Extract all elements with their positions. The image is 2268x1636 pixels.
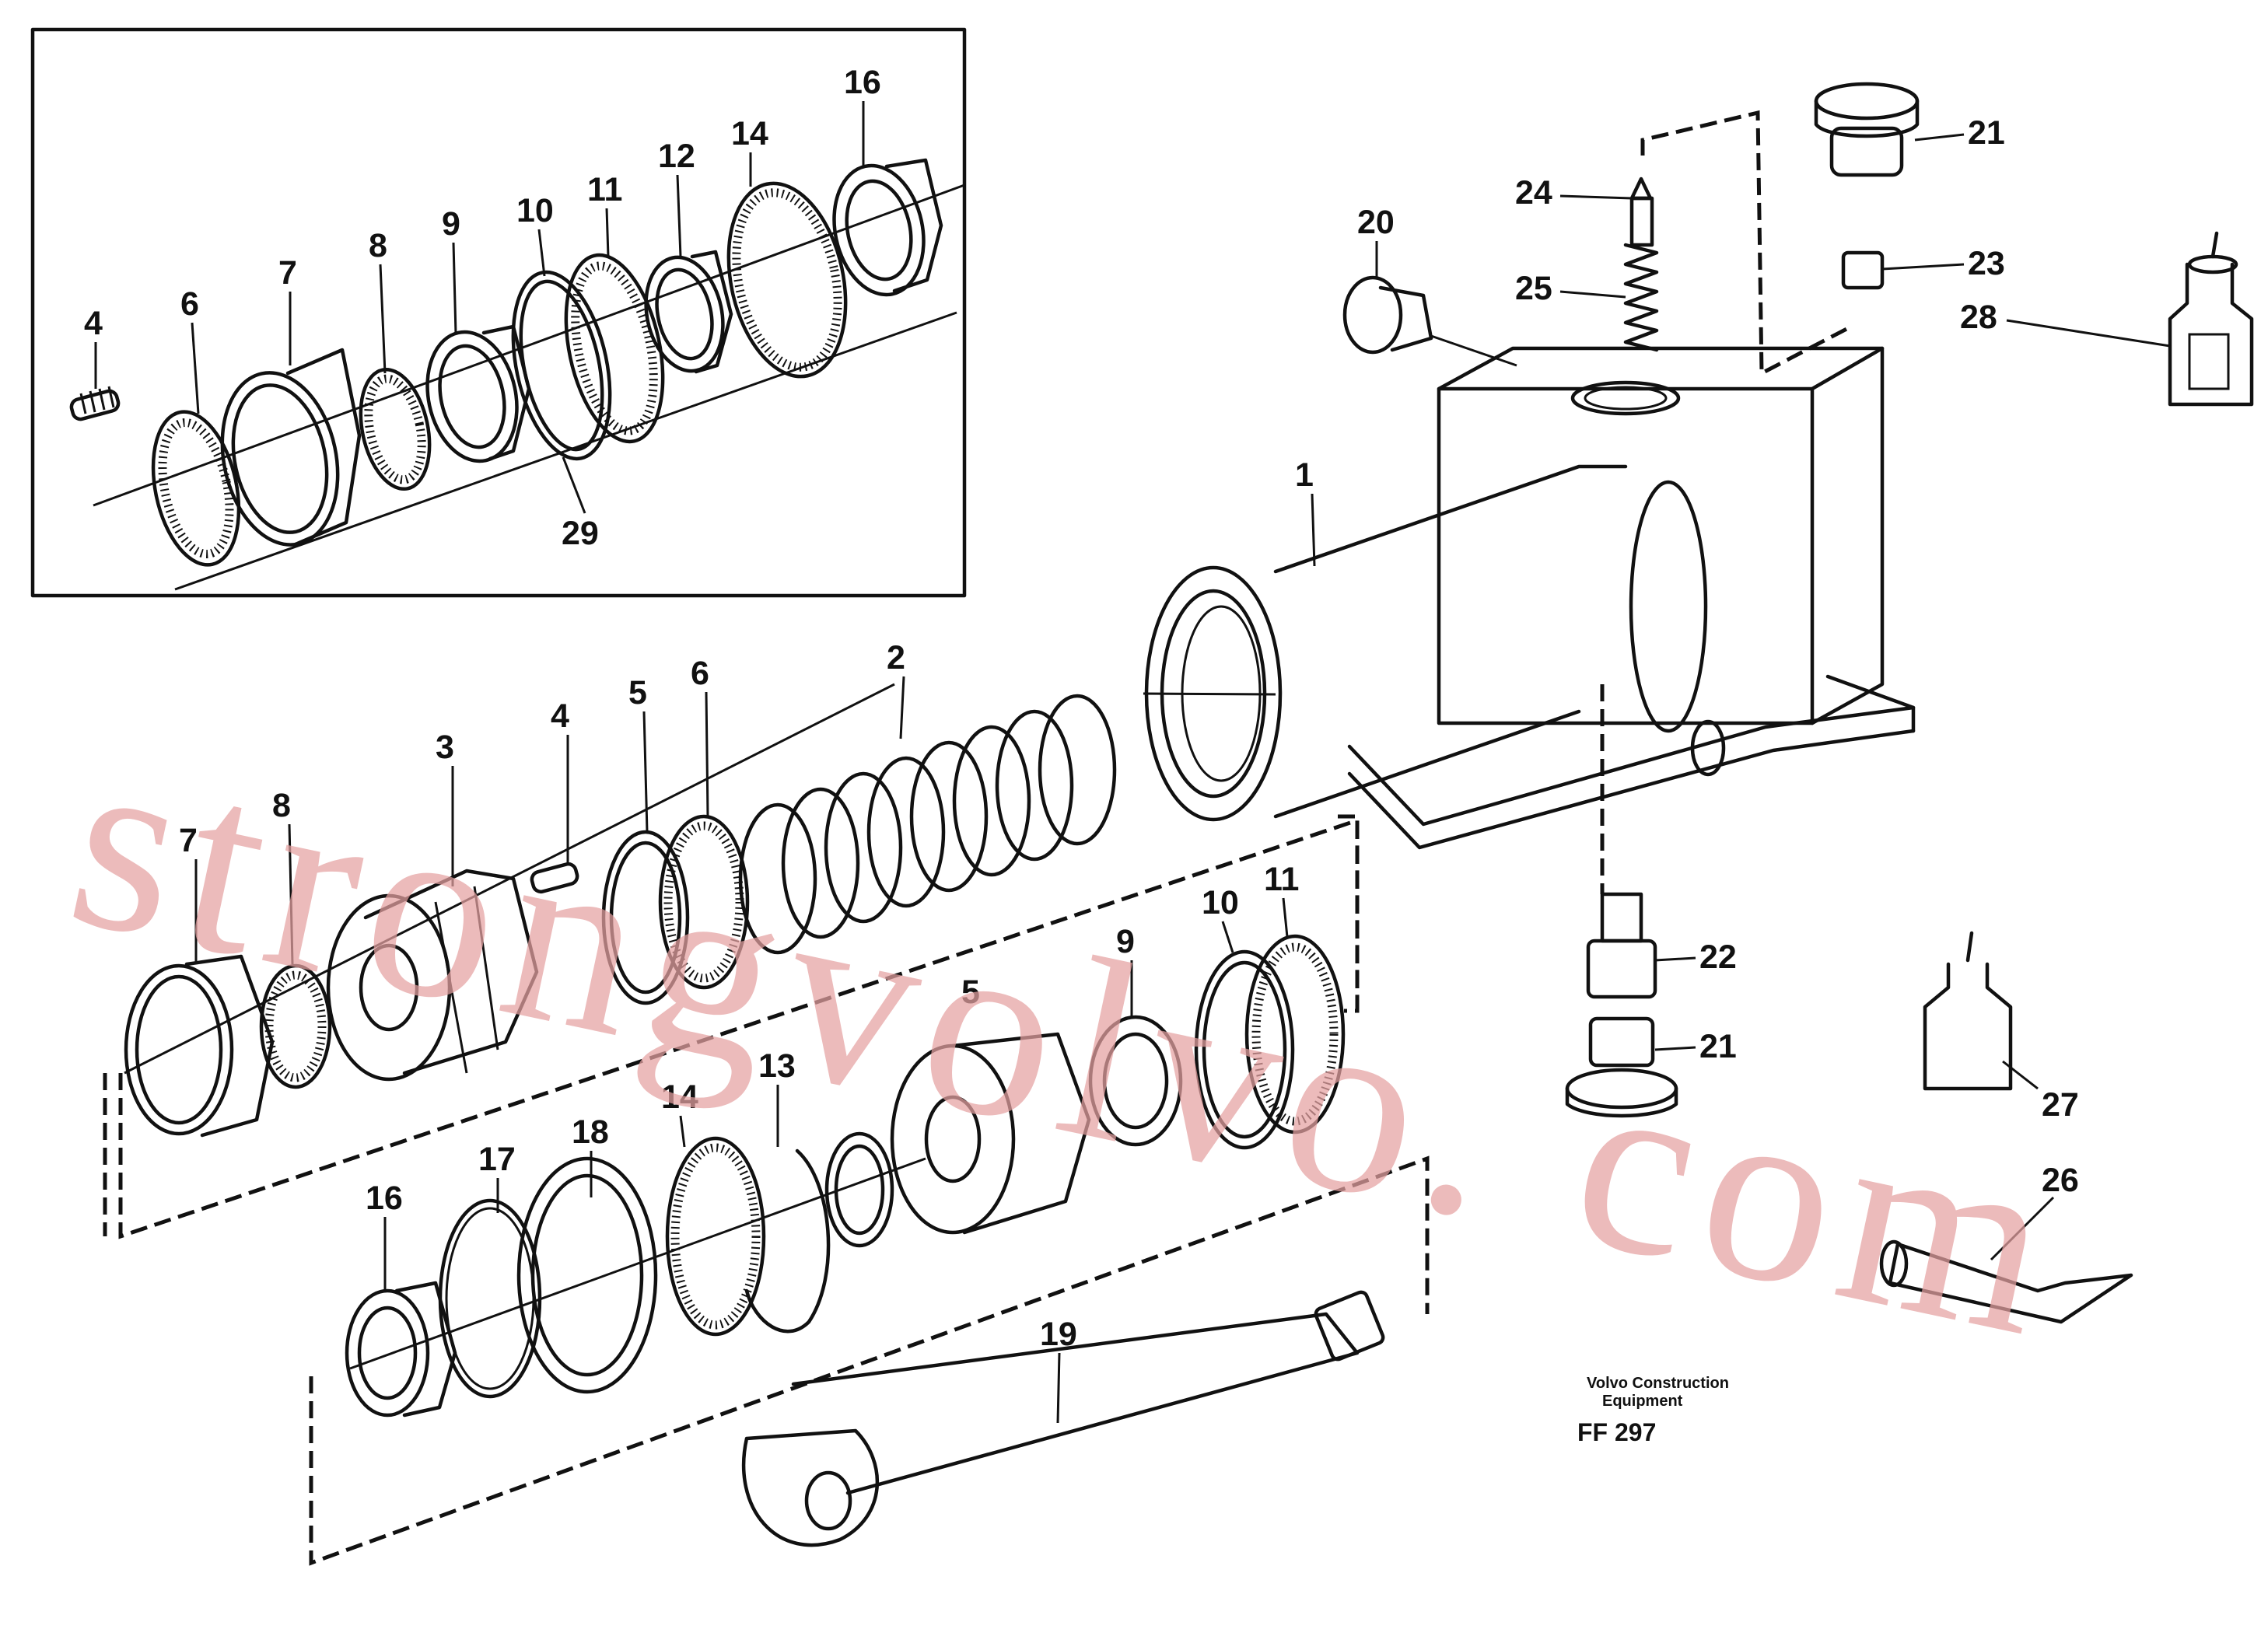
- callout-24: 24: [1515, 174, 1552, 211]
- inset-callout-12: 12: [658, 138, 695, 175]
- wiper-16: [345, 1281, 457, 1418]
- callout-7: 7: [179, 822, 198, 859]
- callout-21-bottom: 21: [1699, 1028, 1737, 1065]
- callout-16: 16: [366, 1180, 403, 1217]
- inset-callout-8: 8: [369, 227, 387, 264]
- figure-code: FF 297: [1577, 1418, 1656, 1446]
- ring-12: [824, 1131, 894, 1248]
- inset-callout-16: 16: [844, 64, 881, 101]
- snap-ring-13: [744, 1148, 831, 1334]
- inset-bushing-7: [220, 348, 362, 547]
- callout-21-top: 21: [1968, 114, 2005, 152]
- stud-4: [530, 862, 579, 894]
- inset-callout-4: 4: [84, 305, 103, 342]
- credit-line-1: Volvo Construction: [1587, 1375, 1729, 1392]
- ring-5-upper: [601, 830, 690, 1005]
- callout-14: 14: [661, 1078, 698, 1116]
- inset-panel: 4 6 7 8 9 10 11 12 14 16 29: [30, 27, 967, 598]
- ring-6-upper: [658, 814, 750, 990]
- callout-6: 6: [691, 655, 709, 692]
- plug-20: [1342, 275, 1517, 367]
- inset-ring-8: [359, 367, 432, 491]
- callout-10: 10: [1202, 884, 1239, 921]
- callout-28: 28: [1960, 299, 1997, 336]
- circlip-17: [438, 1198, 542, 1399]
- callout-11: 11: [1264, 861, 1299, 898]
- callout-17: 17: [478, 1141, 516, 1178]
- callout-3: 3: [436, 729, 454, 766]
- inset-callout-11: 11: [587, 171, 622, 208]
- callout-18: 18: [572, 1113, 609, 1151]
- valve-parts: [1342, 82, 2254, 1324]
- credit-line-2: Equipment: [1602, 1393, 1683, 1410]
- callout-13: 13: [758, 1047, 796, 1085]
- callout-25: 25: [1515, 270, 1552, 307]
- spring-25: [1623, 243, 1659, 352]
- bushing-7: [124, 954, 275, 1138]
- publisher-credit: Volvo Construction Equipment FF 297: [1577, 1375, 1729, 1446]
- pin-24: [1629, 177, 1654, 247]
- callout-23: 23: [1968, 245, 2005, 282]
- main-assembly: [103, 683, 1430, 1566]
- plug-21-top: [1814, 82, 1920, 177]
- main-callouts: 1 2 3 4 5 6 7 8 5 9 10 11 13 14 16 17 18…: [179, 114, 2171, 1424]
- ring-10: [1194, 949, 1295, 1150]
- callout-5-lower: 5: [961, 974, 980, 1011]
- callout-4: 4: [551, 697, 569, 735]
- inset-stud: [69, 386, 121, 421]
- ring-11: [1244, 934, 1346, 1134]
- inset-ring-10: [511, 270, 612, 461]
- inset-callout-9: 9: [442, 205, 460, 243]
- inset-ring-12: [644, 250, 733, 374]
- spring-2: [738, 694, 1117, 955]
- inset-callout-14: 14: [731, 115, 768, 152]
- cylinder-housing: [1143, 346, 1916, 894]
- piston-5-lower: [890, 1032, 1091, 1235]
- ring-14: [665, 1136, 766, 1337]
- callout-22: 22: [1699, 939, 1737, 976]
- callout-8: 8: [272, 787, 291, 824]
- callout-27: 27: [2042, 1086, 2079, 1124]
- plug-21-bottom: [1565, 1016, 1678, 1118]
- bottle-27: [1923, 931, 2013, 1091]
- piston-rod-19: [741, 1290, 1385, 1547]
- inset-callout-7: 7: [278, 254, 297, 292]
- inset-callout-29: 29: [562, 515, 599, 552]
- callout-20: 20: [1357, 204, 1395, 241]
- piston-3: [326, 869, 539, 1082]
- inset-ring-11: [564, 253, 665, 444]
- adapter-23: [1841, 250, 1885, 290]
- callout-2: 2: [887, 639, 905, 676]
- tube-26: [1879, 1239, 2133, 1324]
- valve-22: [1586, 892, 1657, 999]
- bottle-28: [2168, 231, 2254, 407]
- inset-callout-10: 10: [516, 192, 554, 229]
- ring-9: [1088, 1015, 1183, 1147]
- inset-ring-14: [726, 181, 848, 379]
- callout-5-upper: 5: [628, 674, 647, 711]
- callout-26: 26: [2042, 1162, 2079, 1199]
- watermark-text: strongvolvo. com: [51, 694, 2086, 1392]
- inset-wiper-16: [832, 158, 943, 297]
- inset-callout-6: 6: [180, 285, 199, 323]
- callout-19: 19: [1040, 1316, 1077, 1353]
- callout-1: 1: [1295, 456, 1314, 494]
- callout-9: 9: [1116, 923, 1135, 960]
- ring-8: [259, 963, 332, 1089]
